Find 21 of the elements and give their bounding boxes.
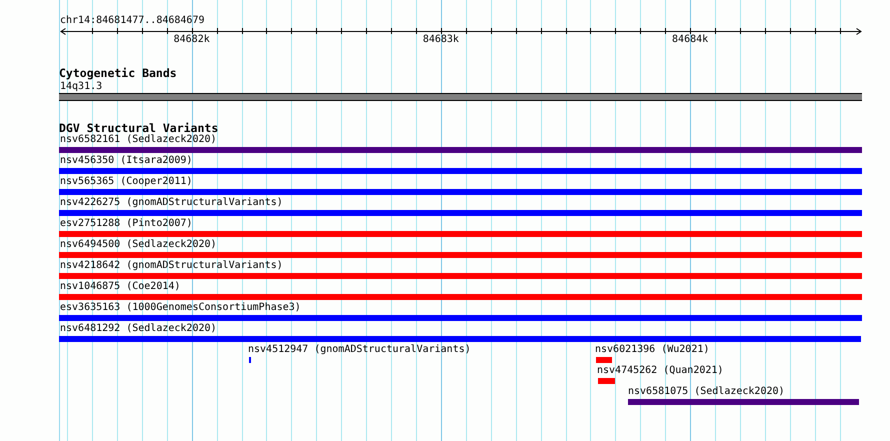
band-label: 14q31.3 xyxy=(60,81,102,92)
locus-coordinates: chr14:84681477..84684679 xyxy=(60,15,204,26)
axis-tick-label: 84683k xyxy=(422,34,459,45)
variant-label: nsv565365 (Cooper2011) xyxy=(60,176,192,187)
variant-label: nsv6481292 (Sedlazeck2020) xyxy=(60,323,217,334)
variant-label: nsv6494500 (Sedlazeck2020) xyxy=(60,239,217,250)
variant-label: nsv4512947 (gnomADStructuralVariants) xyxy=(248,344,471,355)
variant-label: nsv4745262 (Quan2021) xyxy=(597,365,724,376)
variant-label: nsv6021396 (Wu2021) xyxy=(595,344,710,355)
variant-label: nsv456350 (Itsara2009) xyxy=(60,155,192,166)
axis-tick-label: 84684k xyxy=(672,34,708,45)
variant-label: nsv6581075 (Sedlazeck2020) xyxy=(628,386,785,397)
track-title: DGV Structural Variants xyxy=(59,122,218,135)
track-title: Cytogenetic Bands xyxy=(59,67,177,80)
variant-label: nsv1046875 (Coe2014) xyxy=(60,281,180,292)
variant-label: esv2751288 (Pinto2007) xyxy=(60,218,192,229)
variant-label: nsv6582161 (Sedlazeck2020) xyxy=(60,134,217,145)
variant-label: nsv4218642 (gnomADStructuralVariants) xyxy=(60,260,283,271)
axis-tick-label: 84682k xyxy=(174,34,210,45)
variant-label: esv3635163 (1000GenomesConsortiumPhase3) xyxy=(60,302,301,313)
variant-label: nsv4226275 (gnomADStructuralVariants) xyxy=(60,197,283,208)
